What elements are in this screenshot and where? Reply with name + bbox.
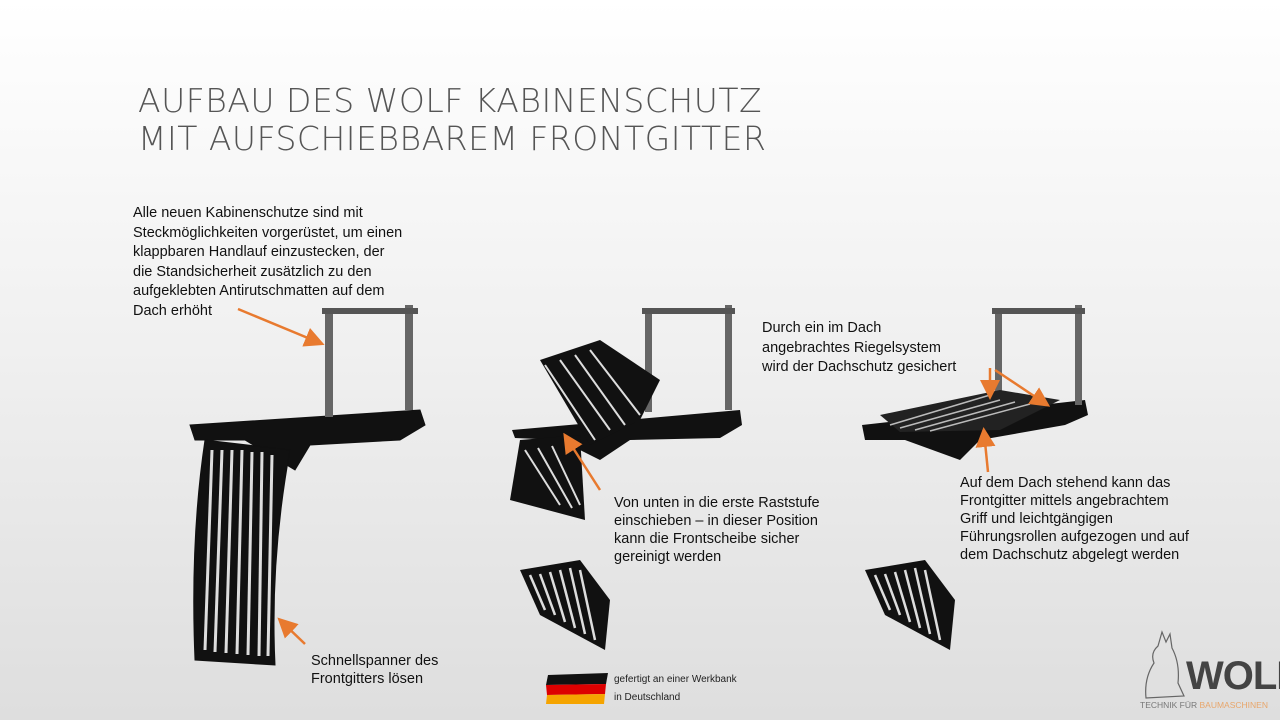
title-line-2: MIT AUFSCHIEBBAREM FRONTGITTER (138, 119, 767, 158)
annotation-dach: Auf dem Dach stehend kann das Frontgitte… (960, 474, 1189, 564)
logo-word: WOLF (1186, 654, 1280, 698)
text-line: Auf dem Dach stehend kann das (960, 475, 1171, 491)
text-line: Schnellspanner des (311, 653, 439, 669)
arrow-schnellspanner (277, 617, 306, 645)
arrow-raststufe (563, 432, 602, 491)
front-grid-detail-1 (520, 560, 610, 650)
arrow-handlauf (237, 307, 325, 347)
german-flag-icon (546, 673, 608, 704)
wolf-icon (1145, 630, 1185, 699)
title-line-1: AUFBAU DES WOLF KABINENSCHUTZ (138, 81, 763, 120)
text-line: Steckmöglichkeiten vorgerüstet, um einen (133, 224, 403, 241)
logo-tagline: TECHNIK FÜR BAUMASCHINEN (1140, 700, 1268, 710)
front-grid-detail-2 (865, 560, 955, 650)
text-line: Frontgitters lösen (311, 671, 424, 687)
wolf-logo: WOLF TECHNIK FÜR BAUMASCHINEN (1140, 628, 1280, 716)
text-line: Dach erhöht (133, 302, 212, 319)
cabin-guard-on-roof (862, 305, 1088, 460)
text-line: in Deutschland (614, 692, 681, 703)
text-line: klappbaren Handlauf einzustecken, der (133, 244, 385, 260)
arrow-dach (975, 427, 996, 473)
annotation-handlauf: Alle neuen Kabinenschutze sind mit Steck… (133, 204, 402, 321)
made-in-germany: gefertigt an einer Werkbank in Deutschla… (614, 671, 737, 707)
text-line: einschieben – in dieser Position (614, 513, 818, 529)
text-line: aufgeklebten Antirutschmatten auf dem (133, 283, 385, 299)
cabin-guard-lowered (189, 305, 426, 666)
slide-title: AUFBAU DES WOLF KABINENSCHUTZ MIT AUFSCH… (138, 82, 766, 158)
text-line: gefertigt an einer Werkbank (614, 674, 737, 685)
annotation-arrows (237, 307, 1051, 645)
text-line: gereinigt werden (614, 549, 722, 565)
tagline-b: BAUMASCHINEN (1199, 700, 1268, 710)
text-line: Von unten in die erste Raststufe (614, 495, 820, 511)
text-line: angebrachtes Riegelsystem (762, 339, 941, 356)
annotation-schnellspanner: Schnellspanner des Frontgitters lösen (311, 652, 438, 688)
annotation-riegelsystem: Durch ein im Dach angebrachtes Riegelsys… (762, 319, 956, 378)
text-line: Durch ein im Dach (762, 320, 882, 336)
cabin-guard-first-step (510, 305, 742, 520)
text-line: Frontgitter mittels angebrachtem (960, 493, 1169, 509)
text-line: Alle neuen Kabinenschutze sind mit (133, 205, 363, 221)
annotation-raststufe: Von unten in die erste Raststufe einschi… (614, 494, 820, 566)
arrow-riegel-2 (994, 368, 1051, 407)
text-line: kann die Frontscheibe sicher (614, 531, 800, 547)
text-line: wird der Dachschutz gesichert (762, 359, 957, 375)
text-line: Griff und leichtgängigen (960, 511, 1113, 527)
tagline-a: TECHNIK FÜR (1140, 700, 1200, 710)
text-line: die Standsicherheit zusätzlich zu den (133, 263, 372, 280)
text-line: Führungsrollen aufgezogen und auf (960, 529, 1189, 545)
text-line: dem Dachschutz abgelegt werden (960, 547, 1180, 563)
